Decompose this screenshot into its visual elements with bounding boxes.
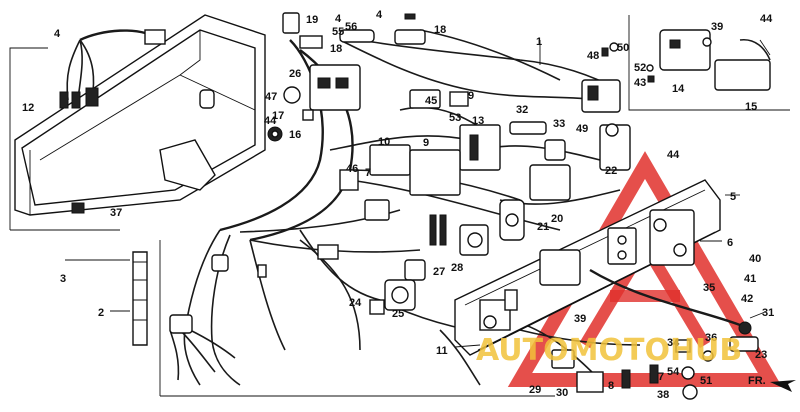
callout-17: 17 <box>272 110 284 122</box>
callout-5: 5 <box>730 191 736 203</box>
callout-56: 56 <box>345 21 357 33</box>
callout-15: 15 <box>745 101 757 113</box>
control-panel <box>454 179 759 356</box>
harness-left <box>59 29 166 109</box>
callout-37: 37 <box>110 207 122 219</box>
callout-31: 31 <box>762 307 774 319</box>
callout-48: 48 <box>587 50 599 62</box>
callout-3: 3 <box>60 273 66 285</box>
callout-44b: 44 <box>667 149 680 161</box>
watermark-text: AUTOMOTOHUB <box>476 333 742 368</box>
callout-47: 47 <box>265 91 277 103</box>
callout-46: 46 <box>346 163 358 175</box>
callout-12: 12 <box>22 102 34 114</box>
components-middle <box>317 144 571 315</box>
callout-labels: 1 2 3 4 4 4 5 6 7 7 8 9 9 10 11 12 13 14… <box>22 9 774 401</box>
callout-1: 1 <box>536 36 542 48</box>
lower-parts <box>132 251 714 400</box>
callout-40: 40 <box>749 253 761 265</box>
callout-10: 10 <box>378 136 390 148</box>
callout-33: 33 <box>553 118 565 130</box>
callout-30: 30 <box>556 387 568 399</box>
callout-29: 29 <box>529 384 541 396</box>
callout-25: 25 <box>392 308 404 320</box>
callout-36: 36 <box>705 332 717 344</box>
callout-9a: 9 <box>468 90 474 102</box>
callout-44a: 44 <box>760 13 773 25</box>
callout-18b: 18 <box>434 24 446 36</box>
direction-label: FR. <box>748 375 766 387</box>
callout-11: 11 <box>436 345 448 357</box>
callout-23: 23 <box>755 349 767 361</box>
callout-14: 14 <box>672 83 685 95</box>
callout-34: 34 <box>667 337 680 349</box>
components-upper <box>267 12 631 171</box>
callout-4c: 4 <box>376 9 383 21</box>
callout-7a: 7 <box>365 167 371 179</box>
callout-45: 45 <box>425 95 437 107</box>
callout-27: 27 <box>433 266 445 278</box>
callout-53: 53 <box>449 112 461 124</box>
callout-4a: 4 <box>54 28 61 40</box>
callout-43: 43 <box>634 77 646 89</box>
callout-55: 55 <box>332 26 344 38</box>
callout-6: 6 <box>727 237 733 249</box>
callout-42: 42 <box>741 293 753 305</box>
callout-2: 2 <box>98 307 104 319</box>
callout-16: 16 <box>289 129 301 141</box>
direction-indicator: FR. <box>748 375 796 392</box>
watermark-text-group: AUTOMOTOHUB <box>476 333 742 368</box>
callout-38: 38 <box>657 389 669 401</box>
instrument-box <box>14 14 266 216</box>
callout-4b: 4 <box>335 13 342 25</box>
callout-54: 54 <box>667 366 680 378</box>
callout-8: 8 <box>608 380 614 392</box>
callout-21: 21 <box>537 221 549 233</box>
callout-51: 51 <box>700 375 712 387</box>
callout-20: 20 <box>551 213 563 225</box>
callout-7b: 7 <box>658 371 664 383</box>
arrow-icon <box>770 380 796 392</box>
callout-22: 22 <box>605 165 617 177</box>
callout-41: 41 <box>744 273 756 285</box>
callout-26: 26 <box>289 68 301 80</box>
frame-lines <box>9 15 790 397</box>
callout-13: 13 <box>472 115 484 127</box>
callout-28: 28 <box>451 262 463 274</box>
callout-9b: 9 <box>423 137 429 149</box>
callout-44c: 44 <box>264 115 277 127</box>
callout-52: 52 <box>634 62 646 74</box>
leader-lines <box>65 39 771 348</box>
callout-39b: 39 <box>711 21 723 33</box>
callout-18a: 18 <box>330 43 342 55</box>
inset-parts <box>601 29 771 91</box>
callout-35: 35 <box>703 282 715 294</box>
callout-39a: 39 <box>574 313 586 325</box>
callout-19: 19 <box>306 14 318 26</box>
callout-32: 32 <box>516 104 528 116</box>
callout-49: 49 <box>576 123 588 135</box>
callout-50: 50 <box>617 42 629 54</box>
callout-24: 24 <box>349 297 362 309</box>
